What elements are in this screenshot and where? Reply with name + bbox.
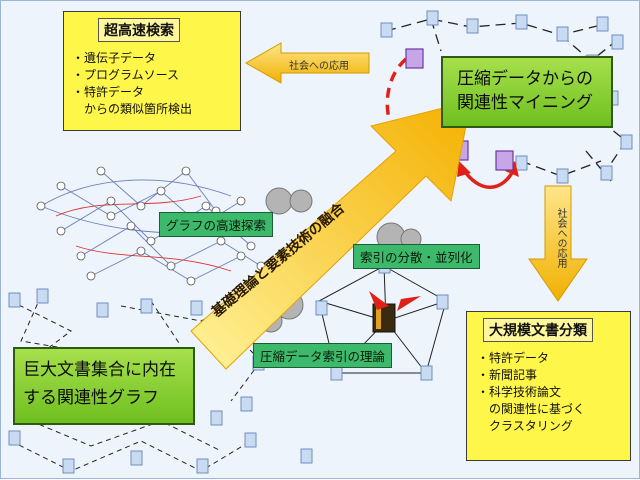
- graph-search-label: グラフの高速探索: [159, 212, 274, 237]
- red-pointer-arrows: [369, 291, 421, 311]
- index-parallel-label: 索引の分散・並列化: [353, 244, 480, 269]
- social-application-left-label: 社会への応用: [289, 61, 349, 72]
- list-item: ・科学技術論文: [477, 385, 562, 399]
- classification-list: ・特許データ ・新聞記事 ・科学技術論文 の関連性に基づく クラスタリング: [477, 350, 585, 435]
- relation-graph-line1: 巨大文書集合に内在: [23, 360, 176, 380]
- list-item: ・プログラムソース: [72, 68, 180, 82]
- fusion-big-arrow: [190, 100, 472, 370]
- social-arrow-down: [528, 185, 588, 302]
- list-item: ・遺伝子データ: [72, 51, 157, 65]
- mining-box: 圧縮データからの 関連性マイニング: [441, 56, 613, 128]
- compressed-index-label: 圧縮データ索引の理論: [253, 343, 393, 368]
- list-item: ・特許データ: [72, 85, 145, 99]
- relation-graph-box: 巨大文書集合に内在 する関連性グラフ: [13, 347, 195, 425]
- search-use-case-title: 超高速検索: [98, 18, 180, 42]
- classification-title: 大規模文書分類: [483, 318, 593, 342]
- mining-box-line2: 関連性マイニング: [457, 93, 593, 113]
- relation-graph-line2: する関連性グラフ: [23, 388, 159, 408]
- search-use-case-list: ・遺伝子データ ・プログラムソース ・特許データ からの類似箇所検出: [72, 50, 192, 118]
- list-item: ・新聞記事: [477, 368, 538, 382]
- social-arrow-left: [244, 42, 370, 84]
- list-item: ・特許データ: [477, 351, 550, 365]
- mining-box-line1: 圧縮データからの: [457, 69, 593, 89]
- list-item: の関連性に基づく: [477, 402, 586, 416]
- search-use-case-box: 超高速検索 ・遺伝子データ ・プログラムソース ・特許データ からの類似箇所検出: [63, 11, 241, 131]
- list-item: からの類似箇所検出: [72, 102, 193, 116]
- list-item: クラスタリング: [477, 419, 573, 433]
- classification-box: 大規模文書分類 ・特許データ ・新聞記事 ・科学技術論文 の関連性に基づく クラ…: [466, 311, 631, 461]
- social-application-right-label: 社会への応用: [555, 208, 566, 268]
- graph-network-red-edges: [55, 195, 232, 272]
